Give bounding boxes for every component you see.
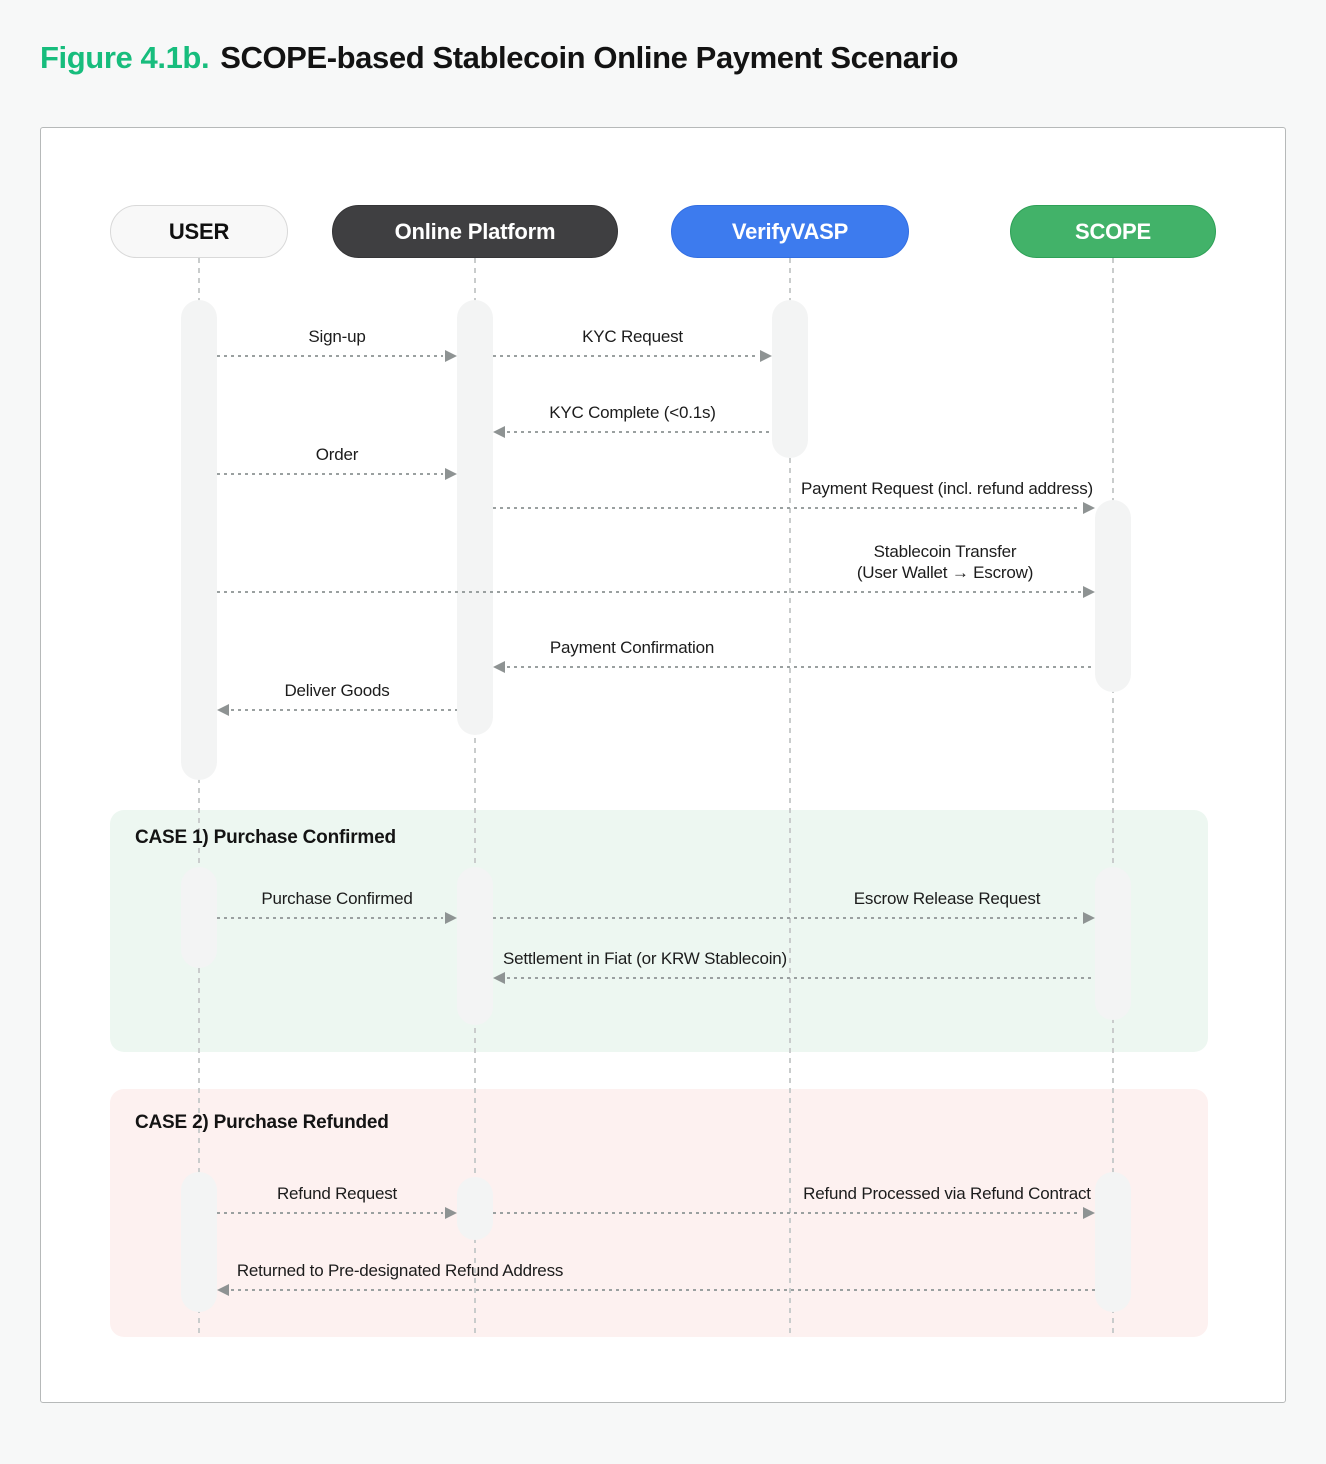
message-label: KYC Request <box>582 327 683 346</box>
arrowhead-icon <box>493 661 505 673</box>
lifeline-platform <box>474 258 476 1334</box>
activation-bar <box>181 1172 217 1312</box>
message-arrow <box>217 917 443 919</box>
message-label: Payment Request (incl. refund address) <box>801 479 1093 498</box>
figure-number: Figure 4.1b. <box>40 40 210 75</box>
message-arrow <box>507 977 1095 979</box>
message-label: Returned to Pre-designated Refund Addres… <box>236 1261 564 1280</box>
message-label: Refund Request <box>276 1184 398 1203</box>
message-arrow <box>493 507 1081 509</box>
message-label: Deliver Goods <box>284 681 390 700</box>
lifeline-scope <box>1112 258 1114 1334</box>
activation-bar <box>181 300 217 780</box>
figure-title: Figure 4.1b. SCOPE-based Stablecoin Onlin… <box>40 40 958 76</box>
message-arrow <box>507 431 772 433</box>
case-label: CASE 1) Purchase Confirmed <box>135 827 396 848</box>
message-arrow <box>217 355 443 357</box>
arrowhead-icon <box>760 350 772 362</box>
actor-pill-platform: Online Platform <box>332 205 618 258</box>
message-label: KYC Complete (<0.1s) <box>549 403 716 422</box>
arrowhead-icon <box>1083 1207 1095 1219</box>
activation-bar <box>181 867 217 968</box>
case-label: CASE 2) Purchase Refunded <box>135 1112 389 1133</box>
message-label: Escrow Release Request <box>853 889 1041 908</box>
arrowhead-icon <box>445 468 457 480</box>
arrowhead-icon <box>493 972 505 984</box>
arrowhead-icon <box>493 426 505 438</box>
message-arrow <box>231 1289 1095 1291</box>
message-arrow <box>493 917 1081 919</box>
arrowhead-icon <box>217 704 229 716</box>
message-label: Settlement in Fiat (or KRW Stablecoin) <box>502 949 788 968</box>
message-label: Stablecoin Transfer (User Wallet → Escro… <box>856 542 1034 582</box>
activation-bar <box>772 300 808 458</box>
message-arrow <box>217 473 443 475</box>
activation-bar <box>457 867 493 1025</box>
message-label: Refund Processed via Refund Contract <box>803 1184 1091 1203</box>
arrowhead-icon <box>1083 912 1095 924</box>
message-label: Sign-up <box>308 327 366 346</box>
activation-bar <box>1095 867 1131 1020</box>
message-label: Payment Confirmation <box>549 638 715 657</box>
actor-pill-verifyvasp: VerifyVASP <box>671 205 909 258</box>
arrowhead-icon <box>445 912 457 924</box>
arrowhead-icon <box>1083 586 1095 598</box>
activation-bar <box>1095 500 1131 692</box>
message-arrow <box>493 355 758 357</box>
message-arrow <box>217 1212 443 1214</box>
message-arrow <box>493 1212 1081 1214</box>
actor-pill-user: USER <box>110 205 288 258</box>
activation-bar <box>1095 1172 1131 1312</box>
message-label: Purchase Confirmed <box>261 889 413 908</box>
actor-pill-scope: SCOPE <box>1010 205 1216 258</box>
message-label: Order <box>315 445 359 464</box>
case-panel-1 <box>110 810 1208 1052</box>
arrowhead-icon <box>217 1284 229 1296</box>
message-arrow <box>231 709 457 711</box>
message-arrow <box>507 666 1095 668</box>
arrowhead-icon <box>445 350 457 362</box>
figure-title-text: SCOPE-based Stablecoin Online Payment Sc… <box>220 40 959 75</box>
lifeline-verifyvasp <box>789 258 791 1334</box>
arrowhead-icon <box>445 1207 457 1219</box>
arrowhead-icon <box>1083 502 1095 514</box>
lifeline-user <box>198 258 200 1334</box>
activation-bar <box>457 300 493 735</box>
message-arrow <box>217 591 1081 593</box>
activation-bar <box>457 1177 493 1240</box>
